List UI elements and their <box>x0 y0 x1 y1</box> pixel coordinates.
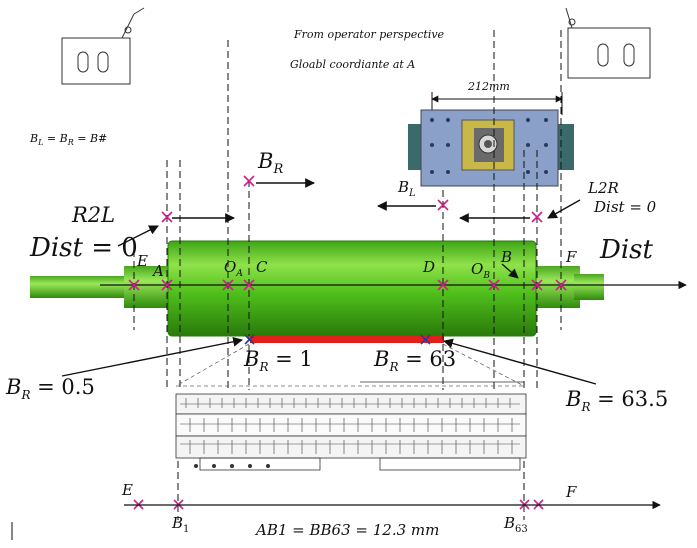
header-line-1: From operator perspective <box>293 28 445 41</box>
r2l-label: R2L <box>71 203 115 227</box>
reference-lines <box>133 30 562 520</box>
carriage-plate <box>408 109 574 187</box>
br05-label: BR = 0.5 <box>5 375 95 402</box>
point-D: D <box>422 258 435 276</box>
point-E: E <box>136 252 148 270</box>
point-B63: B63 <box>503 514 528 535</box>
bl-label: BL <box>397 178 416 199</box>
point-OA: OA <box>224 258 243 279</box>
roller-body <box>167 240 537 337</box>
right-shaft-step <box>534 266 580 308</box>
bottom-point-F: F <box>565 483 577 501</box>
header-line-2: Gloabl coordiante at A <box>290 58 415 71</box>
br635-label: BR = 63.5 <box>565 387 668 414</box>
right-shaft <box>574 274 604 300</box>
point-F: F <box>565 248 577 266</box>
sensor-bar <box>250 336 444 343</box>
technical-drawing <box>175 381 527 471</box>
point-OB: OB <box>471 260 490 281</box>
right-limit-switch <box>565 7 651 79</box>
br-top-label: BR <box>257 149 283 177</box>
br1-label: BR = 1 <box>243 347 313 374</box>
point-B1: B1 <box>171 514 189 535</box>
dimension-212mm: 212mm <box>467 80 510 93</box>
direction-arrows <box>61 178 597 385</box>
point-B: B <box>500 248 512 266</box>
dist-zero-right: Dist = 0 <box>593 198 657 216</box>
bottom-point-E: E <box>121 481 133 499</box>
axis-markers <box>128 175 567 510</box>
l2r-label: L2R <box>587 179 619 197</box>
br63-label: BR = 63 <box>373 347 456 374</box>
ab-equation: AB1 = BB63 = 12.3 mm <box>254 521 439 539</box>
left-limit-switch <box>61 7 145 85</box>
bl-br-equation: BL = BR = B# <box>29 132 107 147</box>
point-C: C <box>256 258 268 276</box>
projection-lines <box>175 343 525 387</box>
dist-zero-left: Dist = 0 <box>29 233 138 263</box>
dist-axis-label: Dist <box>599 235 654 265</box>
bar-end-markers <box>244 334 431 345</box>
point-A: A <box>151 262 164 280</box>
